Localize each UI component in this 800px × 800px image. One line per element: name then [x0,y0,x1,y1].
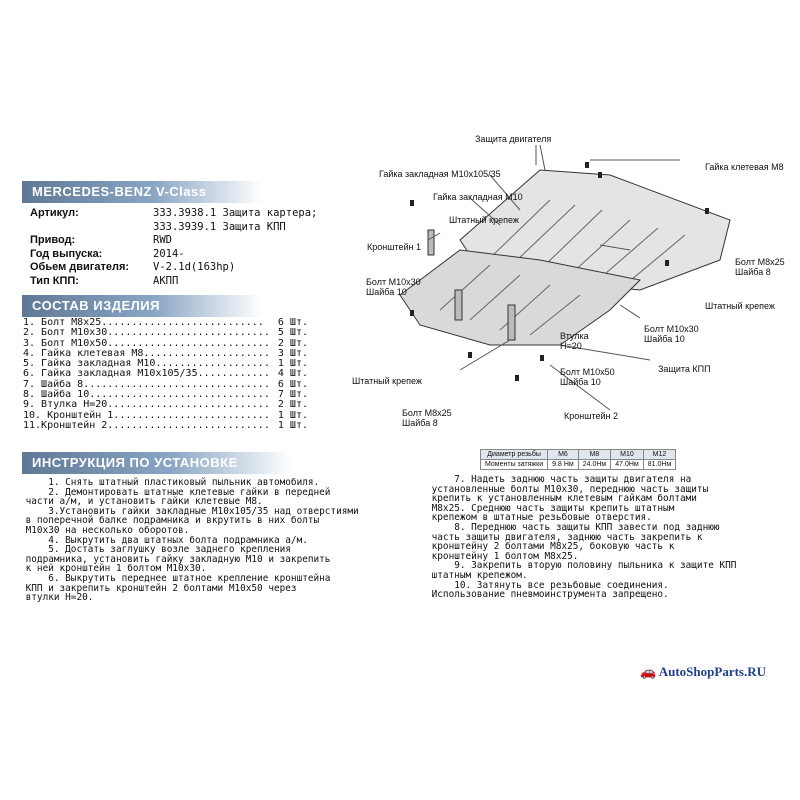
list-item: 7. Шайба 8..............................… [23,378,308,390]
spec-row: Год выпуска:2014- [30,247,185,260]
label-std-fastener-2: Штатный крепеж [705,301,775,311]
label-sleeve: Втулка Н=20 [560,331,589,351]
instructions-title: ИНСТРУКЦИЯ ПО УСТАНОВКЕ [22,452,292,474]
label-engine-guard: Защита двигателя [475,134,552,144]
model-title: MERCEDES-BENZ V-Class [22,181,262,203]
parts-list: 1. Болт М8х25...........................… [23,317,308,431]
list-item: 6. Гайка закладная М10х105/35...........… [23,368,308,380]
site-logo[interactable]: 🚗 AutoShopParts.RU [640,664,766,679]
spec-list: Артикул:333.3938.1 Защита картера; 333.3… [30,207,317,288]
label-cage-nut: Гайка клетевая М8 [705,162,784,172]
list-item: 3. Болт М10х50..........................… [23,337,308,349]
assembly-diagram [399,144,731,411]
spec-row: Обьем двигателя:V-2.1d(163hp) [30,261,236,273]
list-item: 5. Гайка закладная М10..................… [23,358,308,370]
spec-row: 333.3939.1 Защита КПП [153,220,286,233]
instructions-right: 7. Надеть заднюю часть защиты двигателя … [431,474,737,601]
label-bolt-m10x30-right: Болт М10х30 Шайба 10 [644,324,699,344]
list-item: 4. Гайка клетевая М8....................… [23,347,308,359]
spec-row: Привод:RWD [30,234,172,246]
label-bolt-m8x25-bottom: Болт М8х25 Шайба 8 [402,408,452,428]
list-item: 11.Кронштейн 2..........................… [23,419,308,431]
label-insert-nut: Гайка закладная М10 [433,192,523,202]
spec-row: Артикул:333.3938.1 Защита картера; [30,207,318,219]
list-item: 2. Болт М10х30..........................… [23,327,308,339]
label-std-fastener-3: Штатный крепеж [352,376,422,386]
label-bolt-m10x30-left: Болт М10х30 Шайба 10 [366,277,421,297]
spec-row: Тип КПП:АКПП [30,274,179,287]
list-item: 9. Втулка Н=20..........................… [23,399,308,411]
label-gearbox-guard: Защита КПП [658,364,711,374]
car-icon: 🚗 [640,664,657,679]
label-bracket-2: Кронштейн 2 [564,411,618,421]
list-item: 8. Шайба 10.............................… [23,389,308,401]
instructions-left: 1. Снять штатный пластиковый пыльник авт… [25,477,359,604]
composition-title: СОСТАВ ИЗДЕЛИЯ [22,295,262,317]
list-item: 1. Болт М8х25...........................… [23,317,308,328]
label-bolt-m8x25-right: Болт М8х25 Шайба 8 [735,257,785,277]
label-insert-nut-long: Гайка закладная М10х105/35 [379,169,501,179]
list-item: 10. Кронштейн 1.........................… [23,409,308,421]
label-bolt-m10x50: Болт М10х50 Шайба 10 [560,367,615,387]
label-std-fastener-1: Штатный крепеж [449,215,519,225]
label-bracket-1: Кронштейн 1 [367,242,421,252]
